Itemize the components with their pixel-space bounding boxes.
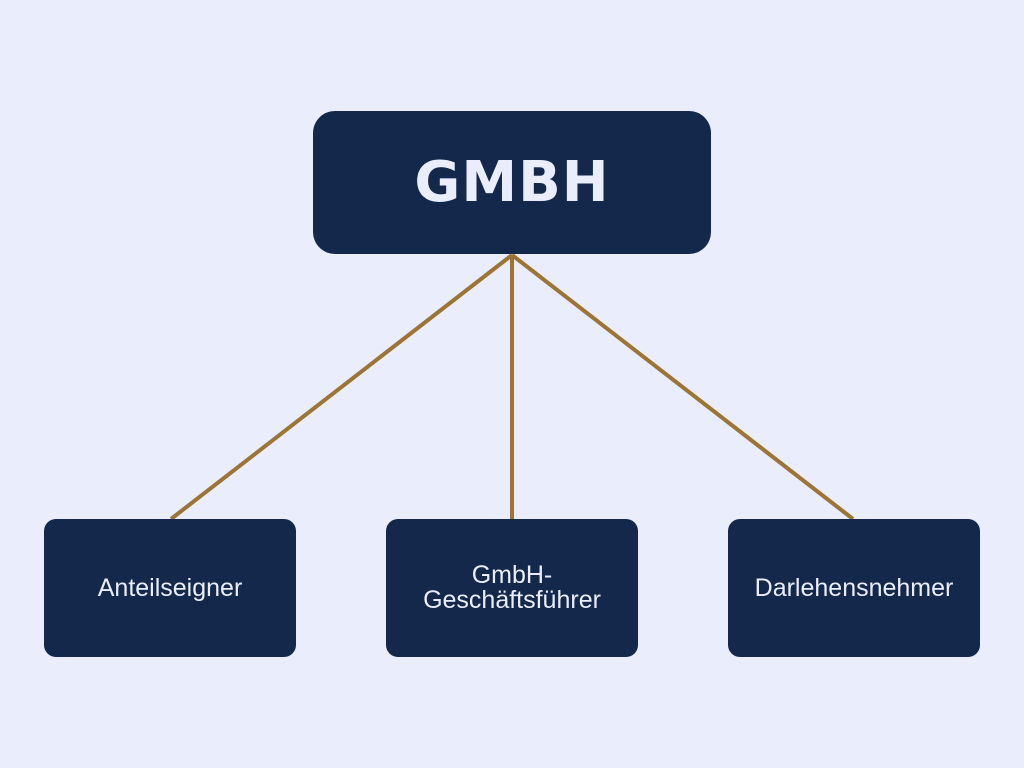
connector-root-to-anteilseigner: [169, 253, 514, 521]
child-node-label: GmbH- Geschäftsführer: [423, 561, 601, 614]
child-node-geschaeftsfuehrer: GmbH- Geschäftsführer: [386, 519, 638, 657]
child-node-darlehensnehmer: Darlehensnehmer: [728, 519, 980, 657]
root-node-label: GMBH: [414, 150, 610, 215]
child-node-label: Anteilseigner: [97, 573, 243, 602]
connector-root-to-darlehensnehmer: [510, 253, 855, 521]
root-node-gmbh: GMBH: [313, 111, 711, 254]
child-node-anteilseigner: Anteilseigner: [44, 519, 296, 657]
child-node-label: Darlehensnehmer: [754, 573, 954, 602]
